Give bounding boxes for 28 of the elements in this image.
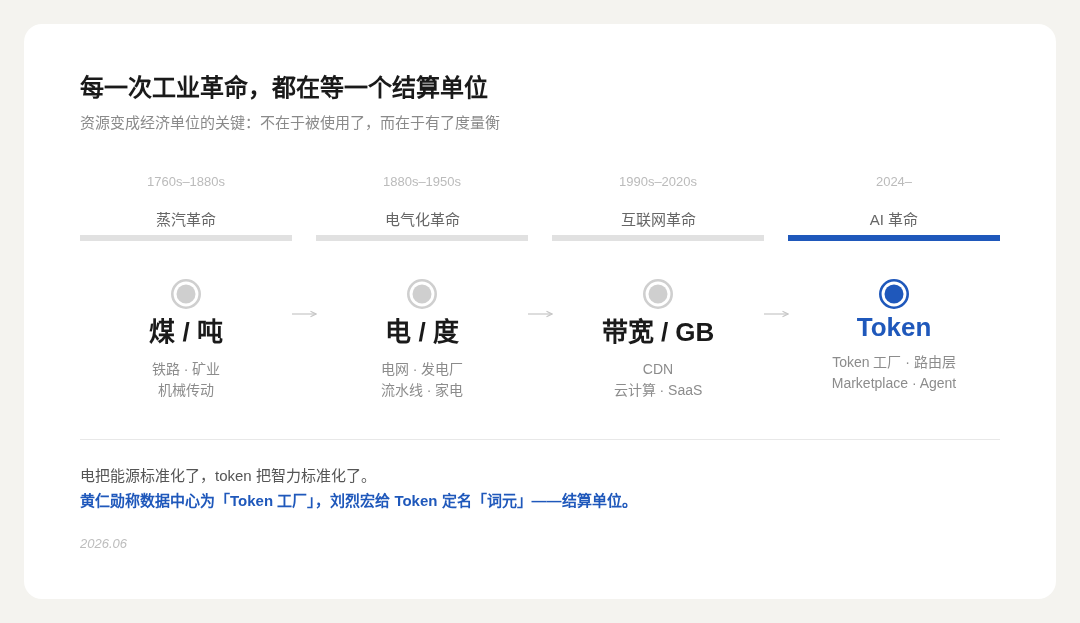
era-label: AI 革命 bbox=[869, 210, 919, 230]
example-text: 机械传动 bbox=[158, 381, 214, 400]
date-label: 1990s–2020s bbox=[618, 174, 698, 190]
example-text: CDN bbox=[642, 360, 674, 379]
example-text: 铁路 · 矿业 bbox=[151, 360, 221, 379]
date-label: 1880s–1950s bbox=[382, 174, 462, 190]
body-text: 电把能源标准化了，token 把智力标准化了。 bbox=[80, 466, 376, 486]
title: 每一次工业革命，都在等一个结算单位 bbox=[80, 73, 488, 103]
unit-heading: 煤 / 吨 bbox=[149, 316, 223, 348]
example-text: Marketplace · Agent bbox=[831, 374, 957, 393]
unit-heading: 电 / 度 bbox=[385, 316, 459, 348]
era-label: 电气化革命 bbox=[384, 210, 460, 230]
date-label: 1760s–1880s bbox=[146, 174, 226, 190]
arrow bbox=[291, 310, 317, 318]
example-text: 流水线 · 家电 bbox=[380, 381, 464, 400]
era-label: 蒸汽革命 bbox=[156, 210, 216, 230]
example-text: Token 工厂 · 路由层 bbox=[832, 353, 956, 372]
example-text: 电网 · 发电厂 bbox=[380, 360, 464, 379]
date-label: 2024– bbox=[875, 174, 913, 190]
emphasis-text: 黄仁勋称数据中心为「Token 工厂」，刘烈宏给 Token 定名「词元」——结算单位。 bbox=[80, 491, 637, 511]
arrow bbox=[763, 310, 789, 318]
era-label: 互联网革命 bbox=[620, 210, 696, 230]
arrow bbox=[527, 310, 553, 318]
unit-heading: 带宽 / GB bbox=[601, 316, 715, 348]
example-text: 云计算 · SaaS bbox=[613, 381, 703, 400]
unit-heading: Token bbox=[856, 311, 932, 343]
footer-date: 2026.06 bbox=[80, 536, 127, 552]
subtitle: 资源变成经济单位的关键：不在于被使用了，而在于有了度量衡 bbox=[80, 113, 500, 133]
